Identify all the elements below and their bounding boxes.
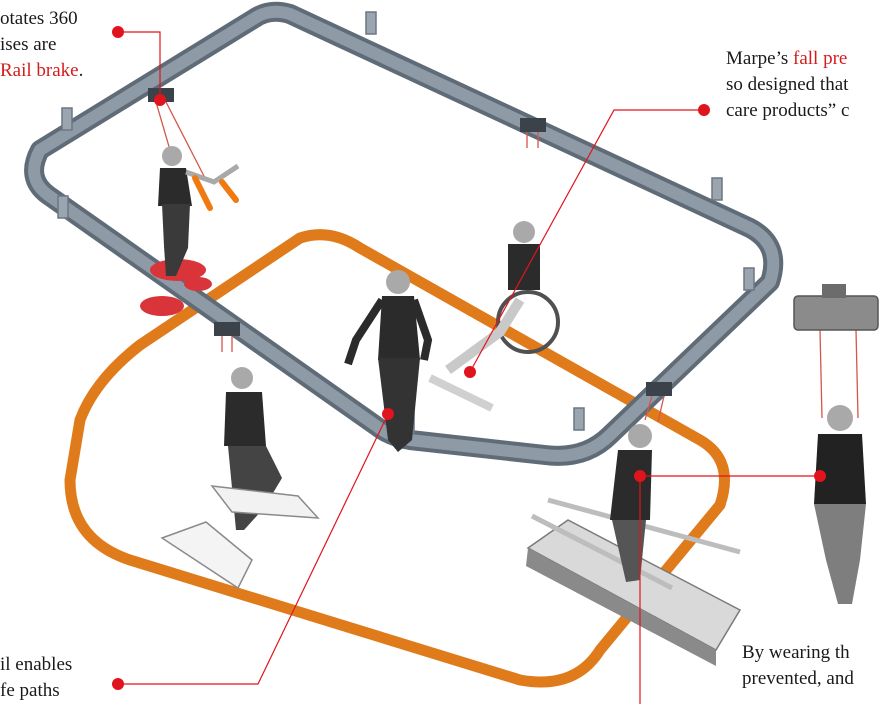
callout-line: il enables: [0, 652, 72, 678]
callout-line: care products” c: [726, 98, 849, 124]
callout-dot: [634, 470, 646, 482]
rail-bracket: [712, 178, 722, 200]
callout-bottom-left: il enables fe paths: [0, 652, 72, 704]
callout-dot: [112, 678, 124, 690]
callout-line-lead: Marpe’s: [726, 48, 793, 69]
callout-line: Marpe’s fall pre: [726, 46, 849, 72]
callout-dot: [464, 366, 476, 378]
callout-highlight: Rail brake: [0, 60, 79, 81]
rail-bracket: [574, 408, 584, 430]
callout-top-right: Marpe’s fall pre so designed that care p…: [726, 46, 849, 124]
rail-bracket: [366, 12, 376, 34]
callout-line: ises are: [0, 32, 83, 58]
callout-dot: [154, 94, 166, 106]
callout-bottom-right: By wearing th prevented, and: [742, 640, 854, 692]
callout-top-left: otates 360 ises are Rail brake.: [0, 6, 83, 84]
callout-line: prevented, and: [742, 666, 854, 692]
callout-line: Rail brake.: [0, 58, 83, 84]
callout-line: so designed that: [726, 72, 849, 98]
callout-line: By wearing th: [742, 640, 854, 666]
callout-dot: [698, 104, 710, 116]
rail-bracket: [58, 196, 68, 218]
callout-line: fe paths: [0, 678, 72, 704]
callout-dot: [112, 26, 124, 38]
rail-bracket: [744, 268, 754, 290]
figure-wheelchair-user: [430, 221, 558, 408]
callout-highlight: fall pre: [793, 48, 847, 69]
callout-dot: [382, 408, 394, 420]
harness-device: [794, 284, 878, 604]
callout-dot: [814, 470, 826, 482]
rail-bracket: [62, 108, 72, 130]
callout-line-tail: .: [79, 60, 84, 81]
figure-step-user: [162, 367, 318, 588]
callout-line: otates 360: [0, 6, 83, 32]
